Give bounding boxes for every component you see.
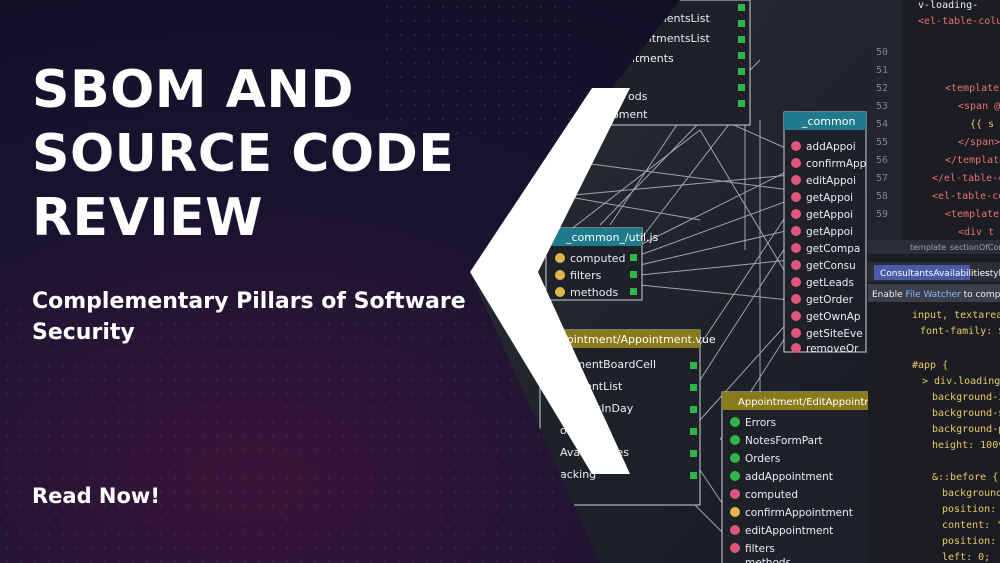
- svg-text:getAppoi: getAppoi: [806, 226, 853, 238]
- dot-pattern: [0, 303, 560, 563]
- svg-text:_common_/util.js: _common_/util.js: [565, 231, 659, 244]
- svg-text:intmentBoardCell: intmentBoardCell: [560, 358, 656, 371]
- svg-text:Orders: Orders: [745, 453, 780, 465]
- code-bottom: input, textarea, select font-family: $--…: [912, 310, 1000, 563]
- svg-text:getAppoi: getAppoi: [806, 192, 853, 204]
- subtitle: Complementary Pillars of Software Securi…: [32, 289, 466, 345]
- svg-text:</el-table-column>: </el-table-column>: [932, 173, 1000, 184]
- svg-text:Enable File Watcher to compile: Enable File Watcher to compile SCSS to: [872, 290, 1000, 300]
- headline: SBOM AND SOURCE CODE REVIEW: [32, 60, 455, 248]
- svg-text:v-loading-: v-loading-: [918, 0, 978, 11]
- code-editor-panel: 50 51 52 53 54 55 56 57 58 59 v-loading-…: [868, 0, 1000, 563]
- svg-text:ods: ods: [628, 90, 648, 103]
- svg-text:<el-table-colu: <el-table-colu: [932, 191, 1000, 202]
- svg-text:computed: computed: [745, 489, 798, 501]
- svg-text:52: 52: [876, 83, 888, 94]
- svg-text:computed: computed: [570, 252, 626, 265]
- code-top: v-loading- <el-table-column l <template …: [918, 0, 1000, 238]
- svg-text:53: 53: [876, 101, 888, 112]
- svg-text:50: 50: [876, 47, 888, 58]
- svg-text:57: 57: [876, 173, 888, 184]
- svg-text:acking: acking: [560, 468, 596, 481]
- svg-text:getConsu: getConsu: [806, 260, 856, 272]
- svg-text:56: 56: [876, 155, 888, 166]
- line-numbers: 50 51 52 53 54 55 56 57 58 59: [876, 47, 888, 220]
- svg-text:position:: position:: [942, 536, 996, 547]
- svg-text:confirmAppointment: confirmAppointment: [745, 507, 853, 519]
- svg-text:59: 59: [876, 209, 888, 220]
- svg-text:background-positi: background-positi: [932, 424, 1000, 435]
- diagram-entity-common: _common addAppoi confirmApp editAppoi ge…: [784, 112, 867, 355]
- svg-text:54: 54: [876, 119, 888, 130]
- svg-text:<el-table-column l: <el-table-column l: [918, 16, 1000, 27]
- svg-text:addAppoi: addAppoi: [806, 141, 856, 153]
- svg-text:51: 51: [876, 65, 888, 76]
- svg-text:_common: _common: [801, 115, 855, 128]
- svg-text:font-family: $--font-: font-family: $--font-: [920, 326, 1000, 337]
- svg-text:pointment/Appointment.vue: pointment/Appointment.vue: [560, 333, 716, 346]
- svg-text:filters: filters: [570, 269, 602, 282]
- svg-text:NotesFormPart: NotesFormPart: [745, 435, 823, 447]
- svg-text:55: 55: [876, 137, 888, 148]
- diagram-links: [520, 60, 790, 550]
- svg-text:input, textarea, select: input, textarea, select: [912, 310, 1000, 321]
- svg-text:addAppointment: addAppointment: [745, 471, 833, 483]
- svg-text:#app {: #app {: [912, 360, 948, 371]
- svg-text:template: template: [910, 243, 946, 252]
- svg-text:getOrder: getOrder: [806, 294, 854, 306]
- svg-text:background-i: background-i: [942, 488, 1000, 499]
- svg-text:editAppointment: editAppointment: [745, 525, 833, 537]
- svg-text:&::before {: &::before {: [932, 472, 998, 483]
- svg-text:filters: filters: [745, 543, 775, 555]
- svg-text:removeOr: removeOr: [806, 343, 859, 355]
- svg-text:oment: oment: [612, 108, 648, 121]
- svg-text:{{ s: {{ s: [970, 119, 994, 130]
- svg-text:Appointment/EditAppointment.vu: Appointment/EditAppointment.vue: [738, 397, 912, 408]
- svg-text:<span @: <span @: [958, 101, 1000, 112]
- svg-text:background-size:: background-size:: [932, 408, 1000, 419]
- dot-pattern-top: [380, 0, 580, 140]
- svg-text:editAppoi: editAppoi: [806, 175, 856, 187]
- svg-text:methods: methods: [570, 286, 618, 299]
- diagram-entity-util: _common_/util.js computed filters method…: [546, 228, 659, 300]
- svg-text:methods: methods: [745, 557, 791, 563]
- svg-text:height: 100vh;: height: 100vh;: [932, 440, 1000, 451]
- svg-text:getOwnAp: getOwnAp: [806, 311, 861, 323]
- svg-text:getLeads: getLeads: [806, 277, 854, 289]
- read-now-link[interactable]: Read Now!: [32, 484, 160, 508]
- svg-text:</template>: </template>: [945, 155, 1000, 166]
- svg-text:getAppoi: getAppoi: [806, 209, 853, 221]
- svg-text:> div.loading-scree: > div.loading-scree: [922, 376, 1000, 387]
- svg-text:</span>: </span>: [958, 137, 1000, 148]
- svg-text:position:: position:: [942, 504, 996, 515]
- svg-text:confirmApp: confirmApp: [806, 158, 867, 170]
- svg-text:Errors: Errors: [745, 417, 776, 429]
- svg-text:content: '': content: '': [942, 520, 1000, 531]
- svg-text:<div t: <div t: [958, 227, 994, 238]
- svg-text:getSiteEve: getSiteEve: [806, 328, 863, 340]
- svg-text:style: style: [985, 269, 1000, 279]
- svg-text:ntments: ntments: [628, 52, 674, 65]
- svg-text:58: 58: [876, 191, 888, 202]
- svg-text:sectionOfConsu: sectionOfConsu: [950, 243, 1000, 252]
- svg-text:<template s: <template s: [945, 83, 1000, 94]
- svg-text:getCompa: getCompa: [806, 243, 860, 255]
- svg-text:background-image: background-image: [932, 392, 1000, 403]
- svg-text:<template s: <template s: [945, 209, 1000, 220]
- svg-text:left: 0;: left: 0;: [942, 552, 990, 563]
- svg-text:ConsultantsAvailabilities: ConsultantsAvailabilities: [880, 269, 990, 279]
